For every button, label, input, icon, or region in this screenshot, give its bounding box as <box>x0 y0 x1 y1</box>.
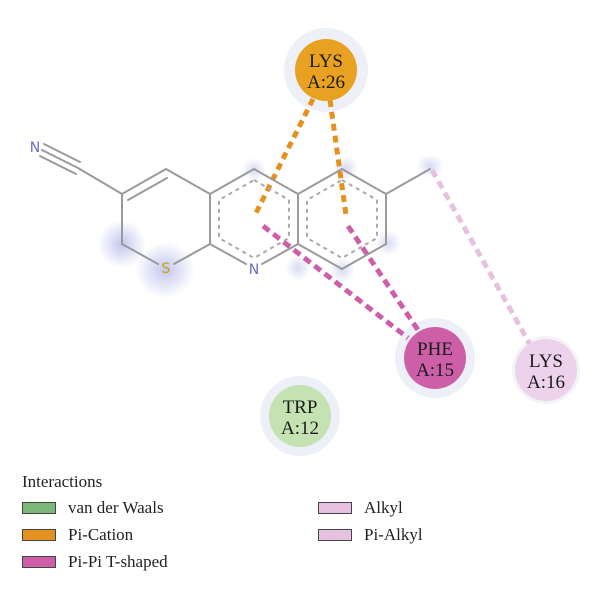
bond-m1 <box>209 168 255 195</box>
pi-alkyl-line <box>429 168 535 350</box>
bond-m4 <box>261 243 299 265</box>
bond-nitrile-1 <box>41 149 79 169</box>
bond-c3-c4-double <box>127 177 168 201</box>
aromatic-ring-right <box>306 178 378 260</box>
pi-cation-line-1 <box>253 97 316 215</box>
residue-circle <box>269 385 331 447</box>
interaction-lines <box>253 97 535 350</box>
bond-nitrile-3 <box>39 155 77 175</box>
bond-r5 <box>297 243 343 270</box>
residue-circle <box>515 339 577 401</box>
residue-label: A:12 <box>281 418 319 439</box>
bond-r2 <box>341 168 387 195</box>
atom-nitrile-n: N <box>30 140 40 156</box>
bond-m5 <box>209 243 247 265</box>
pi-cation-line-2 <box>327 99 349 216</box>
glow-sulfur <box>135 242 195 298</box>
residue-circle <box>404 327 466 389</box>
bond-methyl <box>385 168 431 195</box>
bond-c3-c4 <box>121 168 167 195</box>
residue-label: A:16 <box>527 372 565 393</box>
aromatic-ring-middle <box>218 178 290 260</box>
molecule-bonds <box>39 143 431 270</box>
atom-ring-n: N <box>249 262 259 278</box>
residue-label: A:15 <box>416 360 454 381</box>
residue-label: LYS <box>309 51 343 72</box>
glow-c5 <box>329 257 355 283</box>
residue-label: PHE <box>417 339 453 360</box>
bond-c4-c4a <box>165 168 211 195</box>
glow-c4 <box>285 255 311 281</box>
pi-pi-line-2 <box>345 224 423 335</box>
bond-s-c8a <box>173 243 211 265</box>
residue-label: LYS <box>529 351 563 372</box>
atom-sulfur: S <box>162 261 171 277</box>
bond-r4 <box>341 243 387 270</box>
pi-pi-line-1 <box>261 224 410 340</box>
aromatic-rings <box>218 178 378 260</box>
residue-circle <box>295 39 357 101</box>
atom-glows <box>98 154 444 298</box>
bond-cn-ring <box>77 167 123 195</box>
atom-labels: N S N <box>30 140 259 278</box>
bond-m2 <box>253 168 299 195</box>
bond-c2-s <box>121 243 159 265</box>
bond-nitrile-2 <box>43 143 81 163</box>
residue-label: A:26 <box>307 72 345 93</box>
residue-label: TRP <box>283 397 318 418</box>
bond-r1 <box>297 168 343 195</box>
glow-c6 <box>375 230 401 256</box>
